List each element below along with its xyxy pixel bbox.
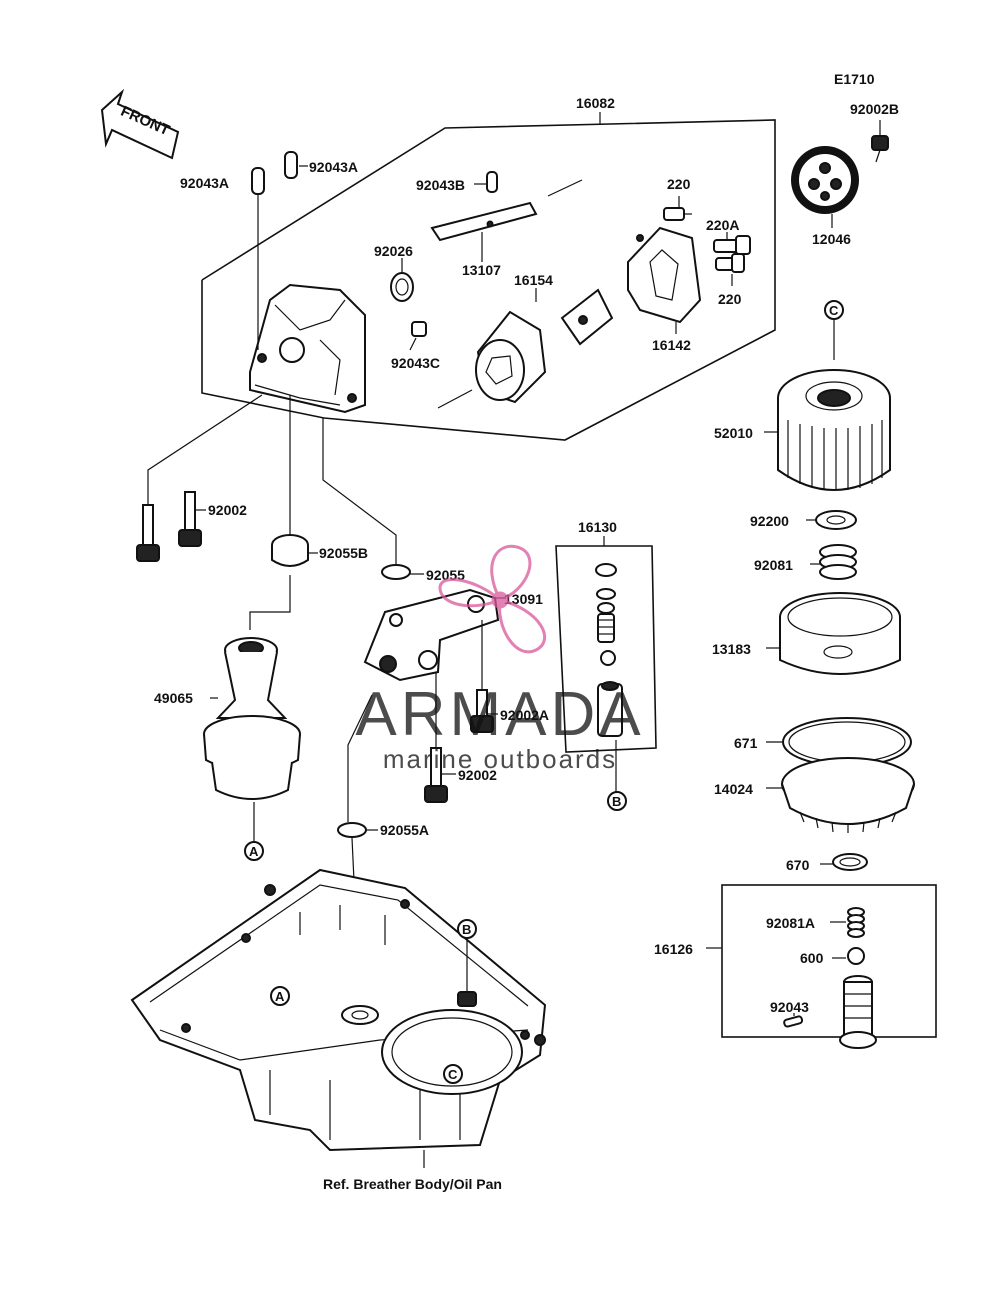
- oil-pipe-13091: [363, 588, 506, 682]
- front-arrow-icon: FRONT: [100, 88, 180, 160]
- pump-rotor-16154: [475, 288, 614, 404]
- label-92081A: 92081A: [766, 915, 815, 931]
- ball-600: [832, 947, 865, 965]
- dowel-pin-92043A-right: [284, 151, 308, 179]
- label-12046: 12046: [812, 231, 851, 247]
- seal-92055B: [271, 534, 318, 567]
- bolt-220-lower: [715, 253, 745, 286]
- label-13183: 13183: [712, 641, 751, 657]
- label-92043A-left: 92043A: [180, 175, 229, 191]
- o-ring-671: [766, 717, 912, 767]
- label-92200: 92200: [750, 513, 789, 529]
- filter-bracket-14024: [766, 757, 915, 833]
- label-92002-left: 92002: [208, 502, 247, 518]
- dowel-pin-92043A-left: [251, 167, 265, 350]
- svg-text:C: C: [448, 1067, 458, 1082]
- caption-reference: Ref. Breather Body/Oil Pan: [323, 1176, 502, 1192]
- washer-92200: [806, 510, 857, 530]
- assembly-arrow-upper: [547, 179, 583, 197]
- label-600: 600: [800, 950, 824, 966]
- label-220-upper: 220: [667, 176, 691, 192]
- label-16154: 16154: [514, 272, 553, 288]
- leader-pipe-to-92055A: [347, 694, 373, 822]
- label-92055A: 92055A: [380, 822, 429, 838]
- label-92081: 92081: [754, 557, 793, 573]
- leader-92055B-to-strainer: [249, 575, 291, 630]
- callout-A-strainer: A: [244, 841, 264, 861]
- bolt-220-upper: [663, 196, 692, 221]
- label-92026: 92026: [374, 243, 413, 259]
- oil-strainer-49065: [203, 637, 301, 800]
- label-13107: 13107: [462, 262, 501, 278]
- label-220A: 220A: [706, 217, 739, 233]
- callout-A-pan: A: [270, 986, 290, 1006]
- callout-C-top: C: [824, 300, 844, 360]
- oil-pump-body: [249, 283, 366, 414]
- bolt-220A: [713, 232, 751, 255]
- bolt-92002A: [470, 620, 498, 733]
- oil-seal-92026: [390, 258, 414, 302]
- pump-shaft-13107: [430, 201, 538, 262]
- label-92002A: 92002A: [500, 707, 549, 723]
- callout-B-pan: B: [457, 919, 477, 939]
- relief-valve-box-16126: [706, 884, 937, 1038]
- o-ring-92055A: [337, 822, 378, 838]
- svg-text:B: B: [612, 794, 621, 809]
- bolt-92002-center: [424, 672, 456, 803]
- valve-parts-stack: [595, 563, 623, 792]
- label-16082: 16082: [576, 95, 615, 111]
- pin-92043B: [474, 171, 498, 193]
- label-16130: 16130: [578, 519, 617, 535]
- svg-text:C: C: [829, 303, 839, 318]
- label-14024: 14024: [714, 781, 753, 797]
- svg-text:A: A: [249, 844, 259, 859]
- diagram-code: E1710: [834, 71, 875, 87]
- oil-pan: [130, 868, 547, 1168]
- label-92002-center: 92002: [458, 767, 497, 783]
- leader-pump-to-92055: [322, 418, 397, 565]
- label-670: 670: [786, 857, 810, 873]
- label-16126: 16126: [654, 941, 693, 957]
- label-49065: 49065: [154, 690, 193, 706]
- o-ring-670: [820, 853, 868, 871]
- watermark-logo: ARMADA marine outboards: [355, 544, 644, 774]
- watermark-brand: ARMADA: [355, 680, 644, 749]
- svg-text:B: B: [462, 922, 471, 937]
- pin-92043C: [409, 321, 427, 351]
- bolt-92002-pair: [136, 491, 206, 562]
- label-92043: 92043: [770, 999, 809, 1015]
- screw-92002B: [871, 120, 889, 163]
- label-92002B: 92002B: [850, 101, 899, 117]
- spring-92081: [810, 544, 857, 580]
- oil-filter-52010: [764, 369, 891, 491]
- assembly-arrow-lower: [437, 389, 473, 409]
- label-92043B: 92043B: [416, 177, 465, 193]
- oil-pump-assembly-outline: [201, 112, 776, 441]
- label-16142: 16142: [652, 337, 691, 353]
- o-ring-92055: [381, 564, 424, 580]
- label-220-lower: 220: [718, 291, 742, 307]
- label-92055B: 92055B: [319, 545, 368, 561]
- pin-92043: [783, 1013, 804, 1028]
- pump-cover-16142: [627, 226, 702, 334]
- callout-B-valve: B: [607, 791, 627, 811]
- valve-box-16130: [555, 536, 657, 753]
- spring-92081A: [830, 907, 865, 938]
- label-671: 671: [734, 735, 758, 751]
- label-92043A-right: 92043A: [309, 159, 358, 175]
- svg-text:A: A: [275, 989, 285, 1004]
- label-92043C: 92043C: [391, 355, 440, 371]
- leader-pump-to-bolt: [147, 394, 263, 505]
- watermark-tagline: marine outboards: [383, 744, 617, 774]
- relief-valve-body: [839, 975, 877, 1049]
- filter-cover-13183: [766, 592, 901, 675]
- callout-C-pan: C: [443, 1064, 463, 1084]
- sprocket-12046: [791, 146, 859, 228]
- propeller-icon: [438, 544, 547, 654]
- label-52010: 52010: [714, 425, 753, 441]
